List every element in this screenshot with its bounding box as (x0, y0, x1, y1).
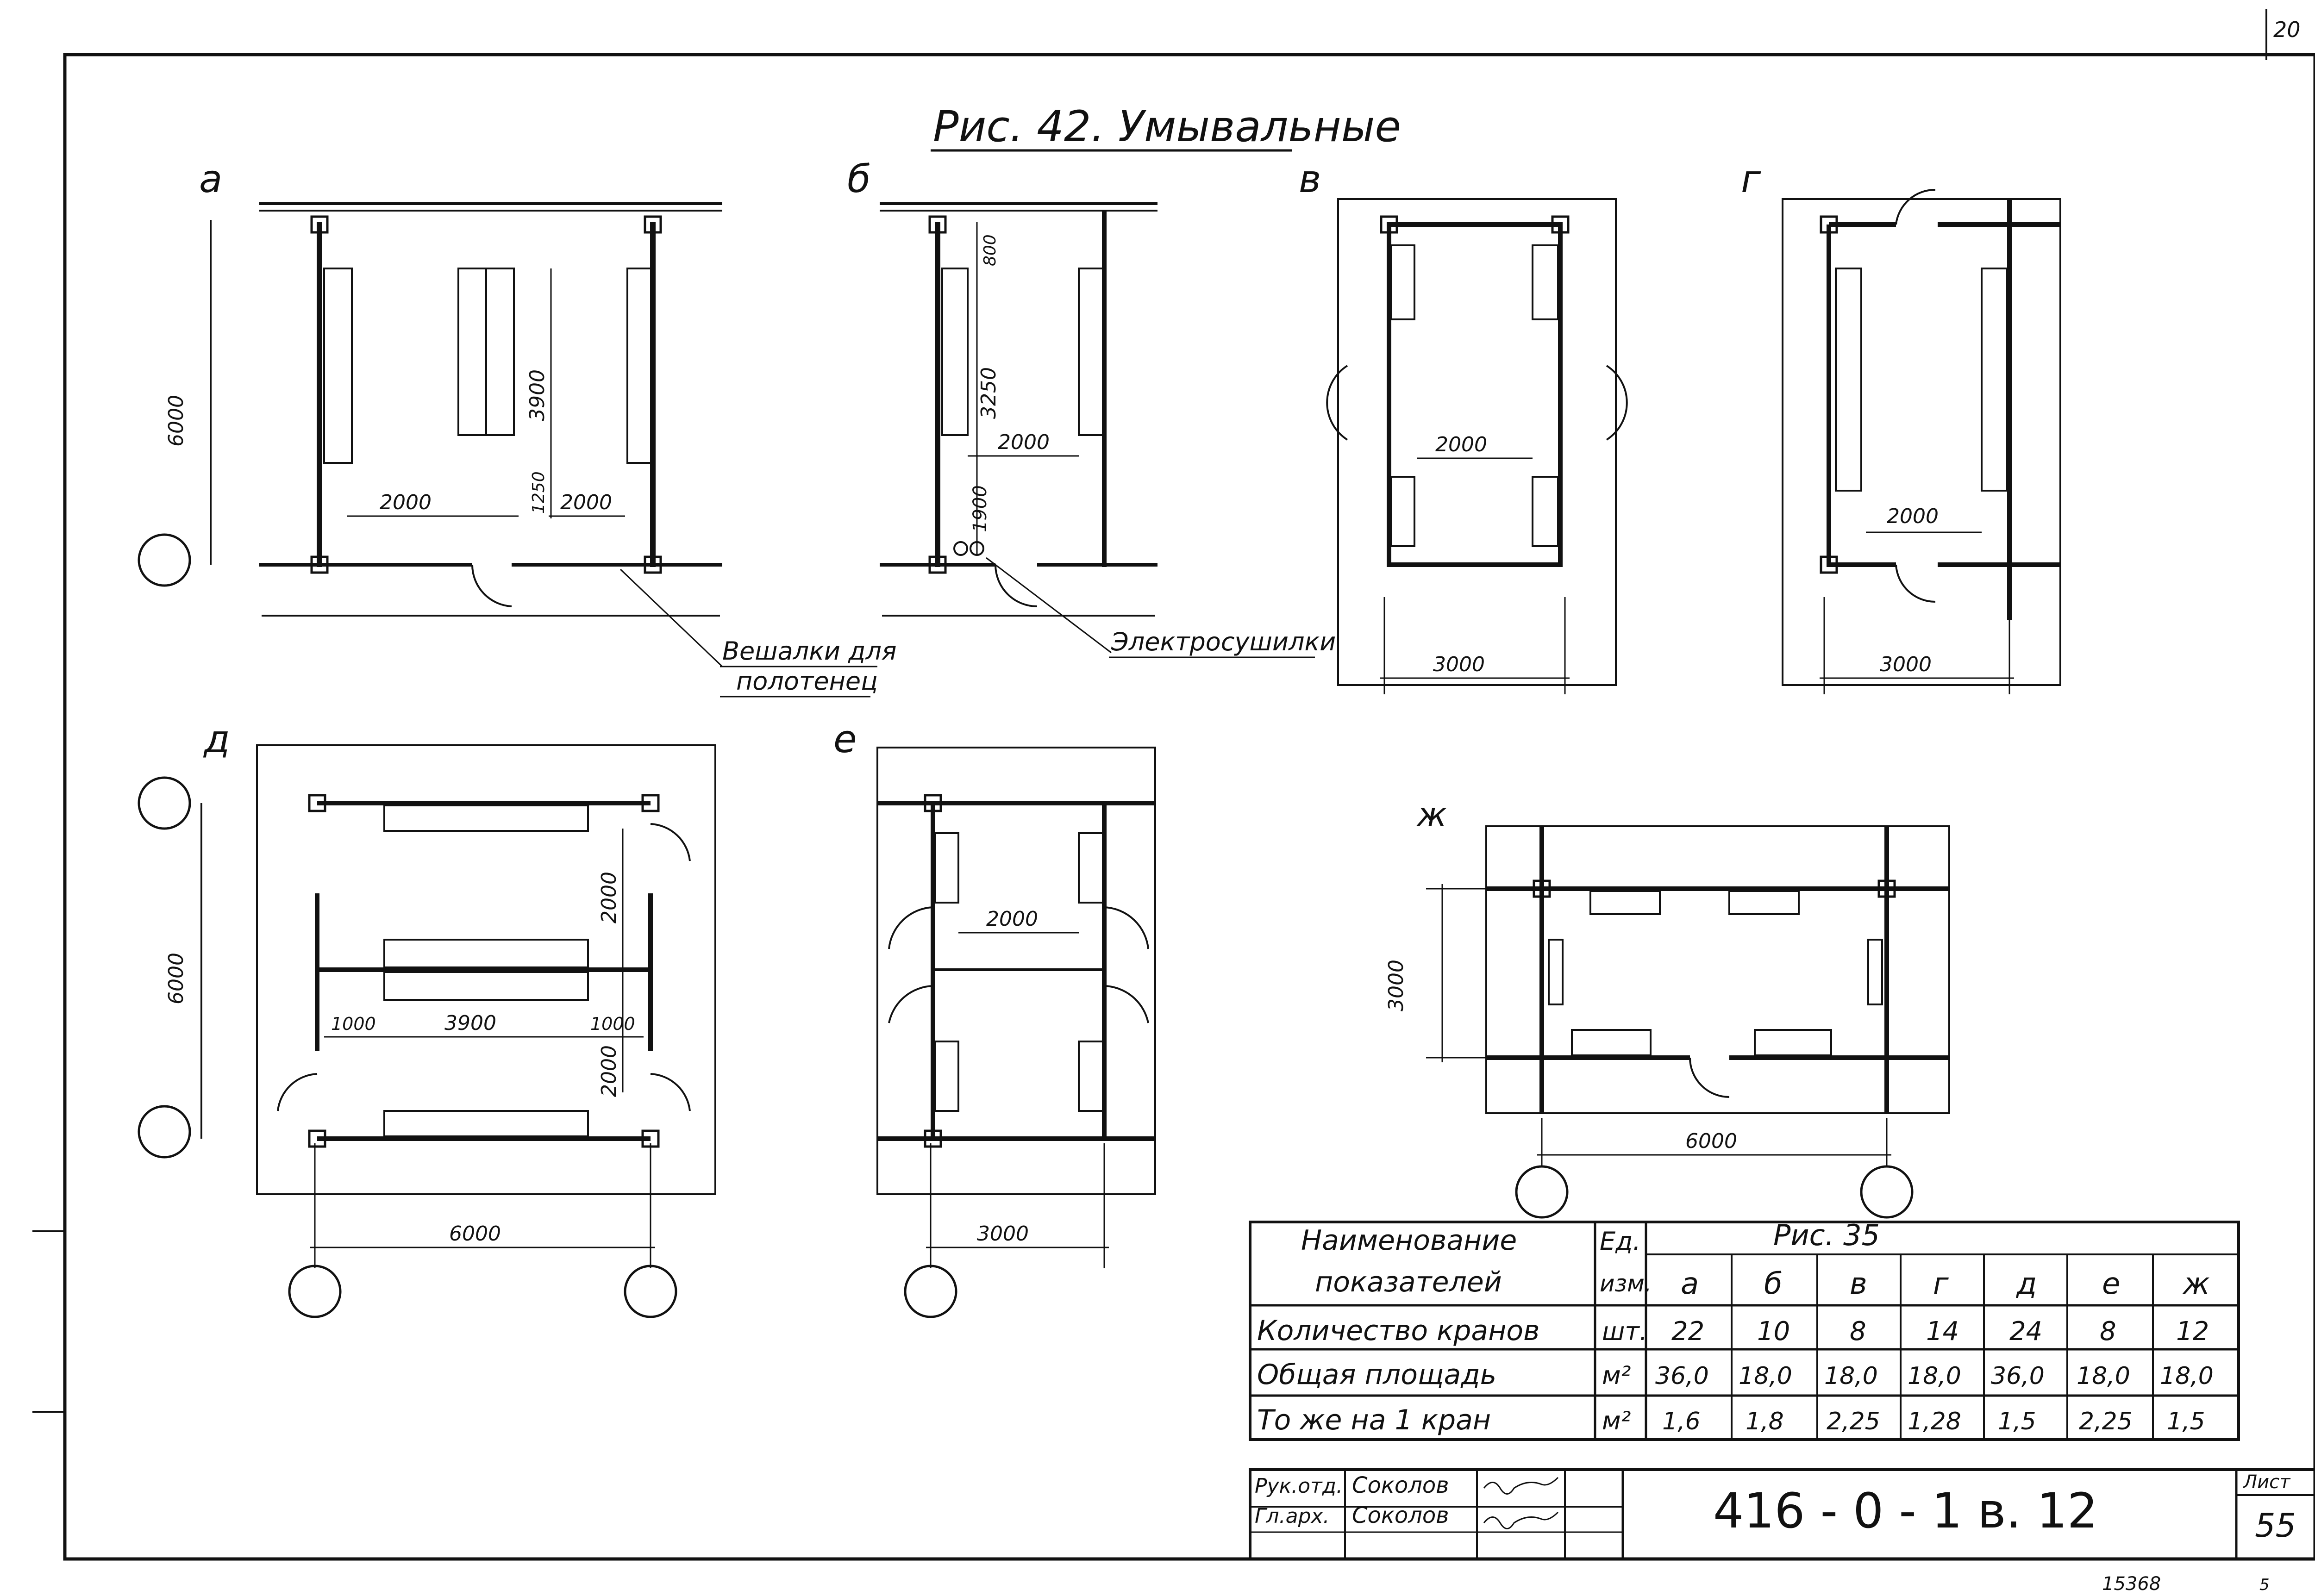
table-cell: 1,5 (1998, 1408, 2036, 1435)
plan-v-dim-inner: 2000 (1435, 433, 1487, 456)
table-cell: 1,28 (1908, 1408, 1961, 1435)
sheet-label: Лист (2242, 1471, 2291, 1493)
sheet-frame (63, 53, 2315, 1561)
plan-d-dim-left: 1000 (331, 1014, 376, 1034)
title-role-1: Рук.отд. (1255, 1474, 1343, 1498)
plan-d-dim-overall: 6000 (449, 1222, 501, 1246)
plan-zh-label: ж (1416, 795, 1447, 834)
title-block: Рук.отд. Соколов Гл.арх. Соколов 416 - 0… (1249, 1468, 2315, 1560)
table-cell: 18,0 (1908, 1362, 1961, 1390)
towel-hangers-label-2: полотенец (736, 667, 878, 696)
table-cell: 10 (1757, 1316, 1790, 1347)
plan-b-dim-width: 2000 (998, 430, 1050, 454)
plan-a-dim-gap: 1250 (529, 471, 548, 514)
plan-b: б 800 3250 1900 2000 (847, 157, 1158, 617)
plan-a: а 6000 3900 1250 2000 2000 (138, 157, 722, 617)
dryers-label: Электросушилки (1111, 627, 1336, 656)
table-header-name-2: показателей (1315, 1266, 1502, 1298)
plan-a-dim-height: 6000 (164, 395, 188, 447)
table-cell: 36,0 (1991, 1362, 2045, 1390)
towel-hangers-label-1: Вешалки для (722, 636, 897, 666)
plan-zh: ж 3000 6000 (1384, 795, 1950, 1219)
plan-d-label: д (203, 717, 230, 761)
table-cell: 2,25 (2079, 1408, 2133, 1435)
table-cell: 18,0 (2077, 1362, 2130, 1390)
plan-b-dim-row: 3250 (977, 367, 1001, 419)
document-code: 416 - 0 - 1 в. 12 (1713, 1483, 2098, 1539)
archive-stamp: 15368 (2102, 1573, 2161, 1595)
table-col-v: в (1850, 1267, 1867, 1301)
plan-e-dim-overall: 3000 (977, 1222, 1029, 1246)
table-row-2-name: Общая площадь (1257, 1359, 1496, 1391)
plan-v: в 2000 3000 (1299, 157, 1628, 694)
plan-b-dim-top: 800 (981, 234, 1000, 266)
table-col-g: г (1933, 1267, 1949, 1301)
table-header-name-1: Наименование (1301, 1224, 1517, 1257)
plan-v-dim-overall: 3000 (1433, 653, 1485, 676)
indicators-table: Наименование показателей Ед. изм. Рис. 3… (1249, 1218, 2240, 1441)
plan-d-dim-right: 1000 (590, 1014, 635, 1034)
plan-e-label: е (833, 717, 857, 761)
table-cell: 2,25 (1827, 1408, 1880, 1435)
plan-d-dim-upper: 2000 (597, 872, 621, 923)
plan-zh-dim-height: 3000 (1384, 960, 1408, 1011)
title-name-1: Соколов (1352, 1472, 1449, 1498)
table-cell: 18,0 (2160, 1362, 2214, 1390)
table-cell: 8 (1850, 1316, 1866, 1347)
figure-title: Рис. 42. Умывальные (933, 102, 1401, 151)
table-cell: 8 (2100, 1316, 2116, 1347)
table-col-a: а (1681, 1267, 1699, 1301)
plan-g-dim-overall: 3000 (1880, 653, 1932, 676)
plan-e: е 2000 3000 (833, 717, 1156, 1318)
plan-a-dim-width-left: 2000 (380, 491, 432, 514)
table-cell: 18,0 (1824, 1362, 1878, 1390)
table-header-unit-2: изм. (1600, 1270, 1652, 1297)
signature-2 (1483, 1511, 1559, 1529)
title-role-2: Гл.арх. (1255, 1504, 1330, 1528)
table-header-unit-1: Ед. (1600, 1227, 1641, 1256)
plan-g-label: г (1741, 157, 1761, 201)
plan-e-dim-inner: 2000 (986, 907, 1038, 931)
table-cell: 1,5 (2167, 1408, 2205, 1435)
plan-d-dim-height: 6000 (164, 953, 188, 1004)
plan-g-dim-inner: 2000 (1887, 505, 1939, 528)
table-cell: 1,6 (1662, 1408, 1701, 1435)
plan-v-label: в (1299, 157, 1321, 201)
table-col-zh: ж (2182, 1267, 2210, 1301)
table-row-3-unit: м² (1602, 1406, 1631, 1435)
dryers-leader (986, 557, 1112, 654)
plan-g: г 2000 3000 (1741, 157, 2061, 694)
table-cell: 1,8 (1746, 1408, 1784, 1435)
signature-1 (1483, 1477, 1559, 1495)
table-row-1-name: Количество кранов (1257, 1315, 1540, 1347)
table-cell: 12 (2176, 1316, 2209, 1347)
towel-hangers-leader (619, 568, 723, 667)
table-row-1-unit: шт. (1602, 1317, 1647, 1346)
table-cell: 14 (1926, 1316, 1959, 1347)
table-cell: 24 (2009, 1316, 2042, 1347)
plan-zh-dim-overall: 6000 (1685, 1129, 1737, 1153)
table-row-3-name: То же на 1 кран (1257, 1404, 1491, 1436)
plan-d: д 6000 2000 2000 1000 3900 1000 6000 (138, 717, 716, 1318)
table-col-b: б (1764, 1267, 1782, 1301)
table-col-e: е (2102, 1267, 2120, 1301)
plan-b-label: б (847, 157, 871, 201)
plan-a-label: а (199, 157, 222, 201)
table-header-group: Рис. 35 (1773, 1218, 1880, 1252)
table-col-d: д (2016, 1267, 2037, 1301)
plan-d-dim-lower: 2000 (597, 1045, 621, 1097)
table-cell: 18,0 (1739, 1362, 1792, 1390)
plan-a-dim-width-right: 2000 (560, 491, 612, 514)
title-name-2: Соколов (1352, 1502, 1449, 1528)
sheet-number: 55 (2255, 1507, 2296, 1545)
table-cell: 36,0 (1655, 1362, 1709, 1390)
plan-b-dim-bottom: 1900 (970, 485, 991, 532)
table-cell: 22 (1671, 1316, 1704, 1347)
archive-stamp-small: 5 (2259, 1576, 2270, 1594)
plan-a-dim-row: 3900 (526, 369, 549, 421)
table-row-2-unit: м² (1602, 1361, 1631, 1390)
plan-d-dim-middle: 3900 (444, 1011, 496, 1035)
corner-mark: 20 (2273, 17, 2301, 42)
